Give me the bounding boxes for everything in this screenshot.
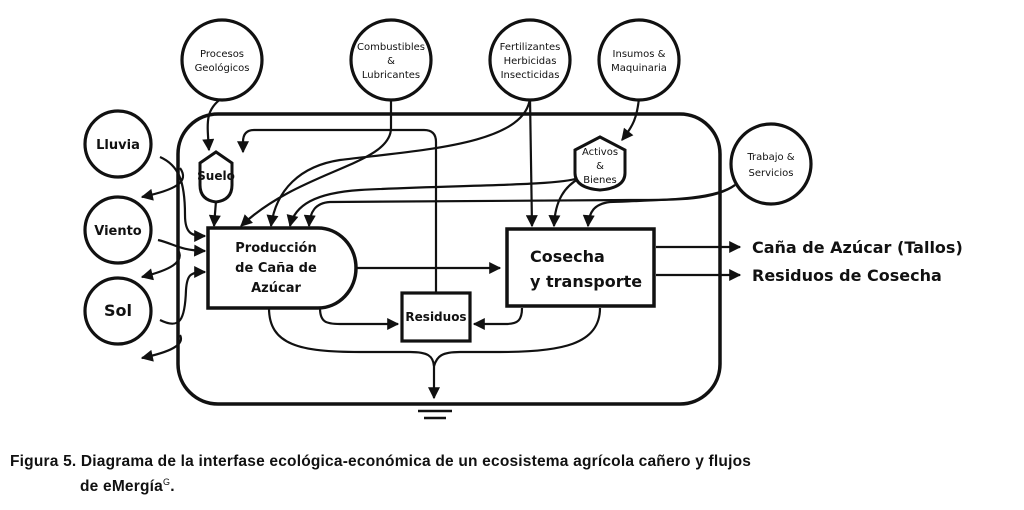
caption-superscript: G	[162, 477, 171, 487]
source-procesos-line2: Geológicos	[195, 62, 250, 74]
flow-procesos-suelo	[202, 97, 223, 152]
storage-suelo-label: Suelo	[197, 169, 235, 183]
source-viento: Viento	[83, 195, 153, 265]
source-procesos-circle	[180, 18, 264, 102]
flow-combustibles-produccion	[240, 98, 393, 227]
flow-trabajo-produccion	[303, 184, 736, 228]
flow-heat-cosecha	[432, 307, 602, 367]
storage-activos-line1: Activos	[582, 147, 618, 158]
source-lluvia-circle	[83, 109, 153, 179]
source-fertilizantes-line1: Fertilizantes	[500, 42, 561, 53]
source-insumos-circle	[597, 18, 681, 102]
source-insumos-line2: Maquinaria	[611, 63, 667, 74]
source-combustibles-line3: Lubricantes	[362, 70, 420, 81]
flow-cosecha-residuos	[472, 307, 524, 330]
source-insumos-line1: Insumos &	[613, 49, 666, 60]
producer-line1: Producción	[235, 241, 317, 256]
flow-viento-out	[140, 249, 181, 281]
source-sol-circle	[83, 276, 153, 346]
storage-residuos-label: Residuos	[405, 310, 466, 324]
flow-lluvia-produccion	[159, 155, 207, 242]
source-combustibles-line1: Combustibles	[357, 42, 425, 53]
source-combustibles: Combustibles & Lubricantes	[349, 18, 433, 102]
flow-insumos-activos	[621, 97, 641, 141]
flow-sol-out	[140, 334, 183, 362]
storage-residuos: Residuos	[400, 291, 472, 343]
storage-activos-line2: &	[596, 161, 604, 172]
storage-activos: Activos & Bienes	[573, 135, 627, 192]
flow-lluvia-out	[140, 167, 185, 201]
heat-sink-icon	[411, 402, 459, 420]
source-procesos-line1: Procesos	[200, 49, 244, 60]
storage-suelo: Suelo	[197, 150, 235, 204]
source-lluvia-label: Lluvia	[96, 138, 140, 153]
source-fertilizantes-line3: Insecticidas	[501, 70, 560, 81]
source-combustibles-circle	[349, 18, 433, 102]
source-viento-circle	[83, 195, 153, 265]
caption-end: .	[170, 478, 175, 496]
source-combustibles-line2: &	[387, 56, 395, 67]
source-fertilizantes-line2: Herbicidas	[504, 56, 557, 67]
flow-activos-produccion	[286, 176, 579, 228]
flow-suelo-produccion	[208, 200, 221, 228]
flow-trabajo-cosecha	[582, 184, 736, 228]
output-cana-label: Caña de Azúcar (Tallos)	[752, 238, 963, 257]
process-cosecha: Cosecha y transporte	[505, 227, 656, 308]
producer-line2: de Caña de	[235, 261, 317, 276]
producer-produccion: Producción de Caña de Azúcar	[206, 226, 358, 310]
source-insumos: Insumos & Maquinaria	[597, 18, 681, 102]
source-viento-label: Viento	[94, 224, 142, 239]
caption-line2: de eMergía	[80, 478, 163, 496]
caption-line2-wrap: de eMergíaG.	[10, 472, 1014, 497]
output-residuos-label: Residuos de Cosecha	[752, 266, 942, 285]
flows	[140, 97, 742, 400]
flow-heat-produccion	[267, 307, 436, 367]
process-line2: y transporte	[530, 272, 642, 291]
flow-viento-produccion	[157, 238, 207, 257]
flow-fertilizantes-cosecha	[525, 97, 538, 228]
figure-caption: Figura 5. Diagrama de la interfase ecoló…	[10, 452, 1014, 497]
source-lluvia: Lluvia	[83, 109, 153, 179]
source-trabajo-line1: Trabajo &	[746, 152, 794, 163]
source-fertilizantes-circle	[488, 18, 572, 102]
flow-produccion-residuos	[318, 307, 400, 330]
source-trabajo-line2: Servicios	[749, 168, 794, 179]
flow-activos-cosecha	[548, 177, 581, 228]
storage-activos-line3: Bienes	[583, 175, 617, 186]
flow-fertilizantes-produccion	[266, 97, 532, 228]
source-sol-label: Sol	[104, 301, 132, 320]
caption-line1: Figura 5. Diagrama de la interfase ecoló…	[10, 453, 752, 470]
flow-sol-produccion	[159, 266, 207, 325]
process-line1: Cosecha	[530, 247, 605, 266]
source-trabajo: Trabajo & Servicios	[729, 122, 813, 206]
producer-line3: Azúcar	[251, 281, 301, 296]
flow-residuos-suelo	[237, 128, 438, 292]
source-sol: Sol	[83, 276, 153, 346]
